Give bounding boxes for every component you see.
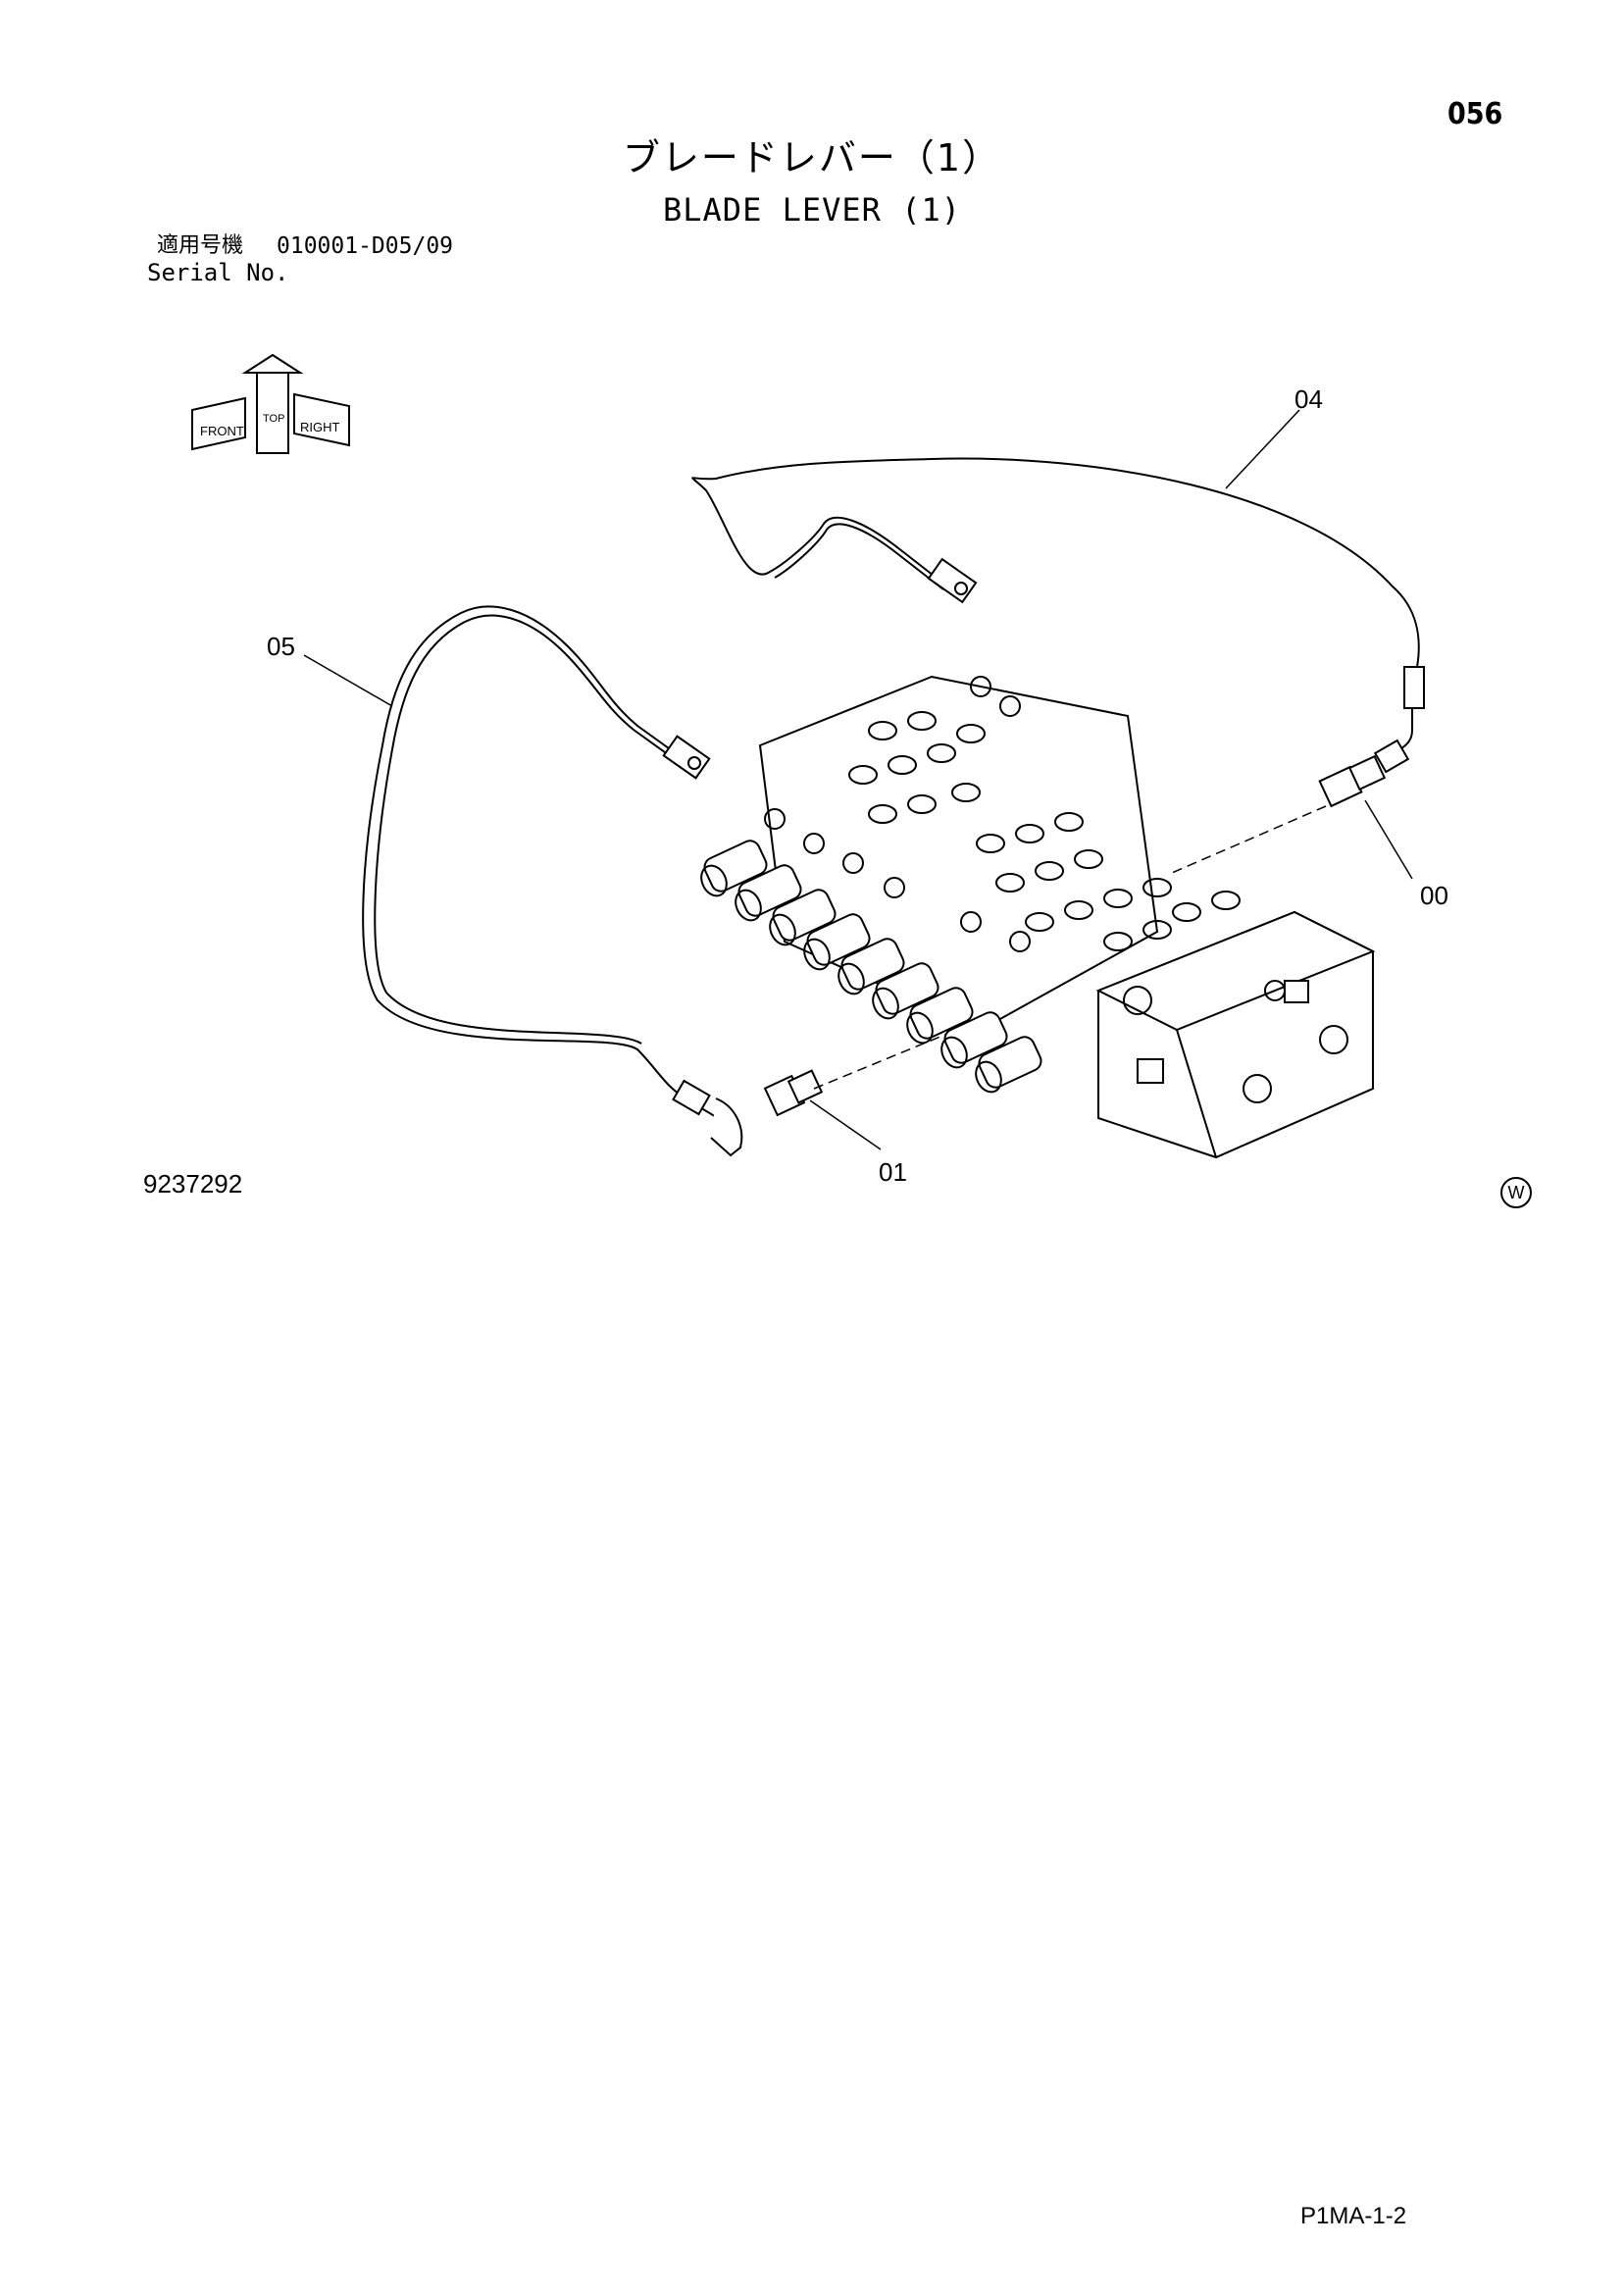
page-number: 056: [1447, 97, 1503, 131]
serial-value: 010001-D05/09: [277, 233, 454, 259]
document-number: 9237292: [143, 1169, 243, 1199]
serial-label-english: Serial No.: [147, 259, 289, 286]
callout-00: 00: [1420, 881, 1448, 910]
orientation-label-top: TOP: [263, 413, 284, 425]
leader-01: [809, 1099, 882, 1150]
leader-05: [303, 654, 393, 707]
control-valve: [700, 675, 1376, 1159]
orientation-icon: FRONT TOP RIGHT: [191, 353, 350, 454]
title-english: BLADE LEVER (1): [663, 191, 961, 229]
hose-04: [691, 457, 1425, 774]
serial-label-japanese: 適用号機: [157, 233, 244, 258]
w-mark: W: [1500, 1177, 1532, 1208]
footer-code: P1MA-1-2: [1300, 2203, 1407, 2229]
orientation-label-right: RIGHT: [300, 420, 340, 434]
title-japanese: ブレードレバー（1）: [622, 136, 1002, 179]
orientation-label-front: FRONT: [200, 424, 244, 438]
leader-04: [1225, 409, 1300, 489]
callout-01: 01: [879, 1157, 907, 1187]
callout-04: 04: [1294, 384, 1323, 414]
hose-05: [362, 605, 743, 1157]
fitting-00: [1171, 754, 1387, 874]
callout-05: 05: [267, 632, 295, 661]
leader-00: [1364, 799, 1413, 880]
